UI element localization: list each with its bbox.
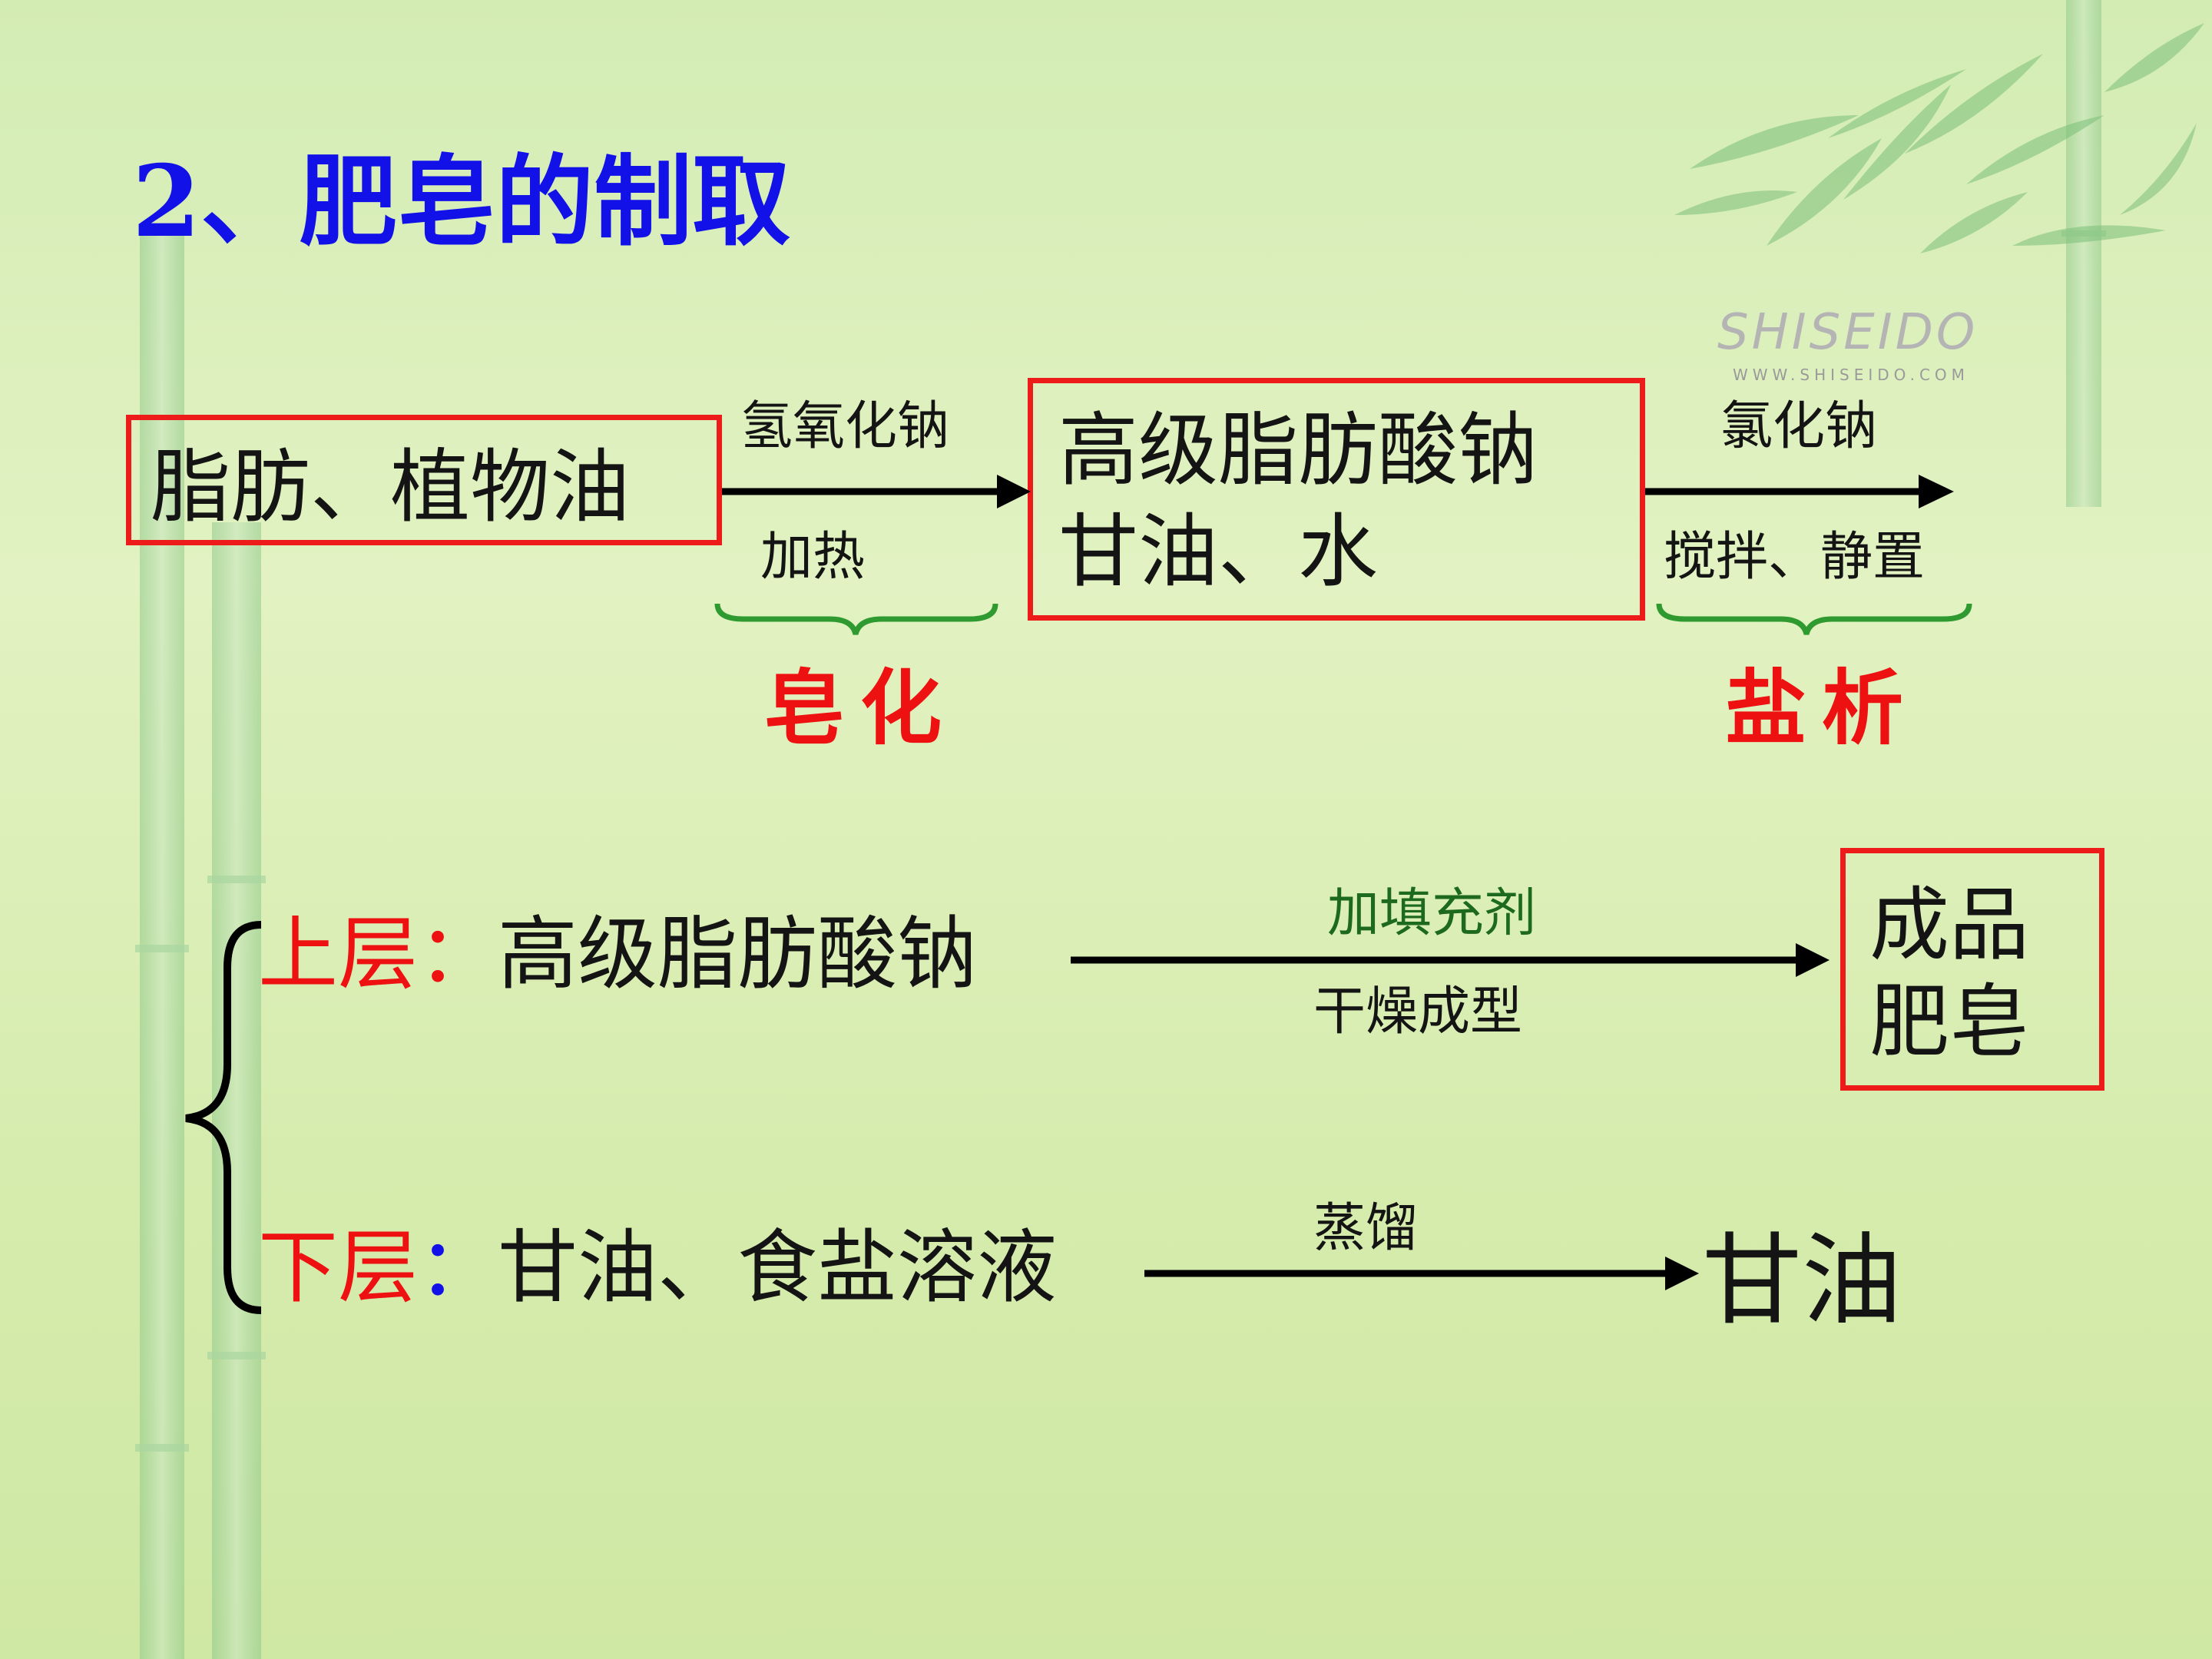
reagent-naoh: 氢氧化钠	[740, 396, 950, 457]
arrow-upper-layer	[1071, 943, 1830, 977]
slide-title: 2、肥皂的制取	[132, 144, 791, 260]
product-box	[1840, 848, 2104, 1091]
mixture-box	[1028, 378, 1645, 621]
bamboo-stalk-right	[2061, 0, 2106, 507]
process-saponification: 皂化	[763, 660, 957, 756]
green-brace-salting-out	[1656, 603, 1972, 635]
lower-layer-row: 下层：甘油、食盐溶液	[258, 1220, 1057, 1315]
process-salting-out: 盐析	[1725, 660, 1919, 756]
lower-layer-label: 下层	[258, 1220, 419, 1314]
upper-layer-content: 高级脂肪酸钠	[498, 907, 978, 1001]
mixture-line-2: 甘油、水	[1058, 505, 1379, 598]
product-line-2: 肥皂	[1869, 975, 2030, 1068]
reagent-nacl: 氯化钠	[1720, 396, 1878, 457]
condition-stir-settle: 搅拌、静置	[1664, 527, 1926, 588]
lower-layer-content: 甘油、食盐溶液	[498, 1220, 1058, 1314]
arrow-salting-out	[1645, 475, 1954, 508]
shiseido-url: WWW.SHISEIDO.COM	[1733, 366, 1969, 384]
mixture-line-1: 高级脂肪酸钠	[1058, 403, 1538, 497]
upper-layer-colon: ：	[418, 907, 498, 1001]
arrow-lower-layer	[1144, 1257, 1699, 1290]
product-glycerol: 甘油	[1702, 1222, 1902, 1339]
bamboo-stalk-left	[135, 230, 189, 1659]
upper-layer-label: 上层	[258, 907, 419, 1001]
lower-layer-colon: ：	[418, 1220, 498, 1314]
arrow-saponification	[722, 475, 1031, 508]
bamboo-leaves	[1674, 23, 2204, 253]
upper-layer-row: 上层：高级脂肪酸钠	[258, 906, 977, 1002]
product-line-1: 成品	[1869, 878, 2030, 972]
shiseido-logo: SHISEIDO	[1717, 304, 1979, 361]
condition-distillation: 蒸馏	[1313, 1198, 1419, 1259]
start-box	[126, 415, 722, 545]
condition-heating: 加热	[760, 527, 866, 588]
reagent-filler: 加填充剂	[1327, 883, 1537, 944]
condition-dry-mold: 干燥成型	[1313, 982, 1523, 1042]
green-brace-saponification	[714, 603, 998, 635]
start-material: 脂肪、植物油	[151, 440, 631, 534]
layers-brace	[185, 921, 262, 1314]
